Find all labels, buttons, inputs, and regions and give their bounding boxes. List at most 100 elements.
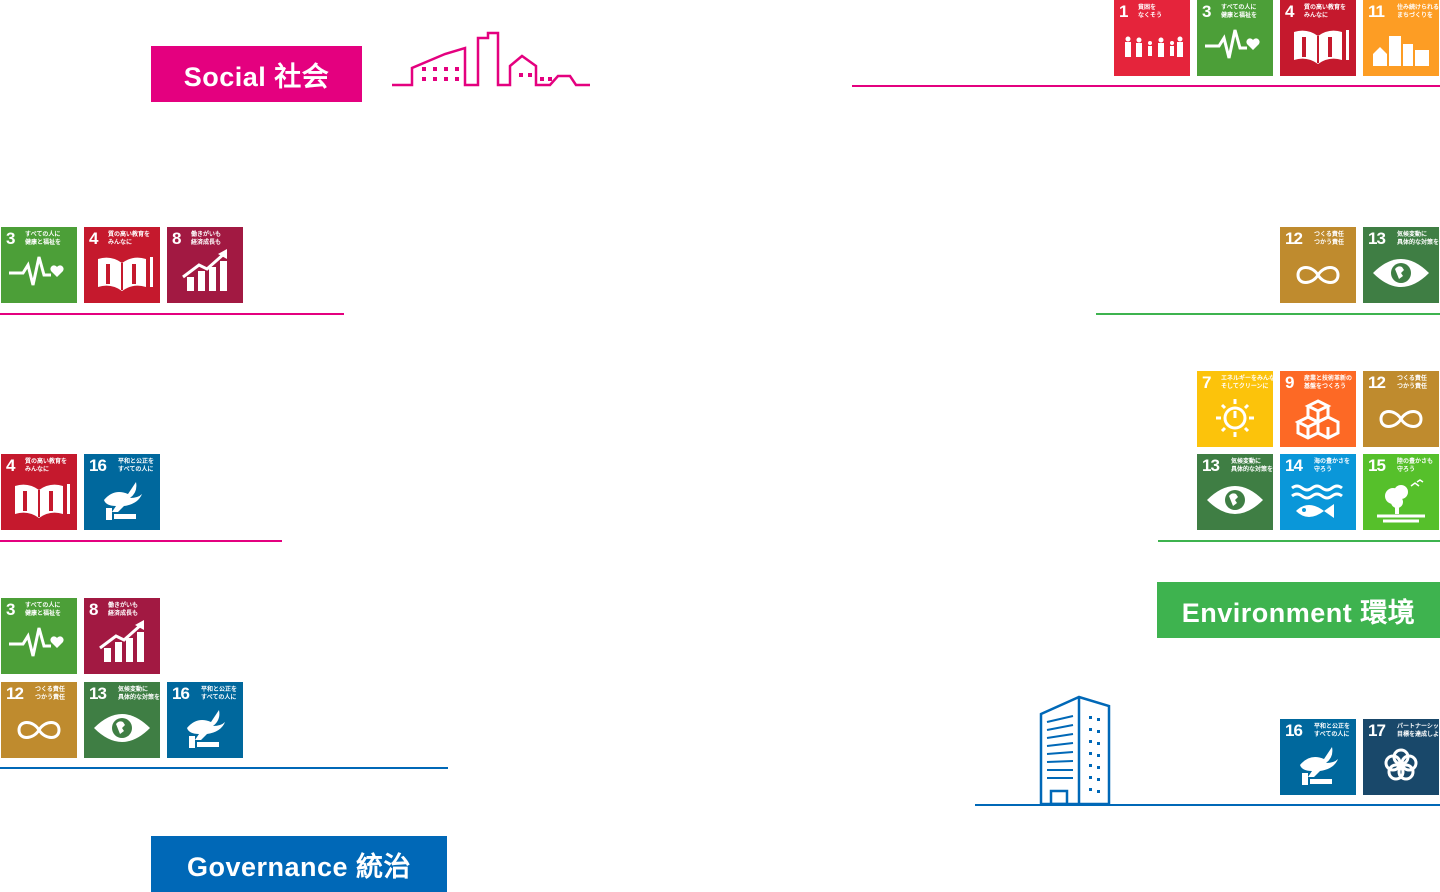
book-icon [98, 257, 153, 291]
eye-globe-icon [94, 714, 150, 742]
sdg-goal-4-tile: 4 質の高い教育を みんなに [1280, 0, 1356, 76]
family-icon [1125, 36, 1183, 57]
sun-power-icon [1216, 399, 1254, 437]
goal-title: 質の高い教育を みんなに [1304, 5, 1347, 19]
eye-globe-icon [1373, 259, 1429, 287]
sdg-goal-13-tile: 13 気候変動に 具体的な対策を [1363, 227, 1439, 303]
gov-left-divider [0, 767, 448, 769]
city-icon [1373, 36, 1429, 66]
goal-title: 平和と公正を すべての人に [201, 687, 238, 701]
goal-number: 12 [1368, 373, 1386, 392]
goal-title: 貧困を なくそう [1138, 5, 1163, 19]
goal-title: 平和と公正を すべての人に [118, 459, 155, 473]
city-skyline-icon [392, 31, 590, 87]
goal-number: 13 [1202, 456, 1220, 475]
env-row2-divider [1158, 540, 1440, 542]
sdg-goal-9-tile: 9 産業と技術革新の 基盤をつくろう [1280, 371, 1356, 447]
goal-number: 15 [1368, 456, 1386, 475]
goal-number: 8 [172, 229, 182, 248]
social-row3-divider [0, 540, 282, 542]
tree-icon [1377, 479, 1425, 523]
goal-title: 質の高い教育を みんなに [25, 459, 68, 473]
infinity-icon [17, 721, 61, 739]
goal-number: 8 [89, 600, 99, 619]
goal-number: 7 [1202, 373, 1212, 392]
dove-icon [104, 482, 142, 520]
goal-title: つくる責任 つかう責任 [1397, 376, 1428, 390]
goal-title: 質の高い教育を みんなに [108, 232, 151, 246]
book-icon [15, 484, 70, 518]
social-top-divider [852, 85, 1440, 87]
goal-title: すべての人に 健康と福祉を [25, 603, 62, 617]
heartbeat-icon [1205, 29, 1260, 59]
environment-label: Environment 環境 [1157, 582, 1440, 638]
goal-number: 16 [89, 456, 107, 475]
sdg-goal-12-tile: 12 つくる責任 つかう責任 [1, 682, 77, 758]
infinity-icon [1379, 410, 1423, 428]
goal-number: 3 [6, 229, 16, 248]
goal-title: つくる責任 つかう責任 [1314, 232, 1345, 246]
sdg-goal-3-tile: 3 すべての人に 健康と福祉を [1, 598, 77, 674]
sdg-goal-16-tile: 16 平和と公正を すべての人に [167, 682, 243, 758]
goal-title: 気候変動に 具体的な対策を [118, 687, 160, 701]
goal-number: 12 [1285, 229, 1303, 248]
dove-icon [187, 710, 225, 748]
heartbeat-icon [9, 256, 64, 286]
sdg-goal-8-tile: 8 働きがいも 経済成長も [84, 598, 160, 674]
goal-number: 14 [1285, 456, 1303, 475]
goal-number: 11 [1368, 2, 1385, 21]
sdg-goal-8-tile: 8 働きがいも 経済成長も [167, 227, 243, 303]
goal-number: 16 [172, 684, 190, 703]
goal-number: 13 [1368, 229, 1386, 248]
sdg-goal-3-tile: 3 すべての人に 健康と福祉を [1197, 0, 1273, 76]
goal-title: 海の豊かさを 守ろう [1314, 459, 1351, 473]
sdg-goal-15-tile: 15 陸の豊かさも 守ろう [1363, 454, 1439, 530]
goal-title: 気候変動に 具体的な対策を [1231, 459, 1273, 473]
goal-title: 働きがいも 経済成長も [191, 232, 222, 246]
goal-number: 13 [89, 684, 107, 703]
fish-icon [1291, 484, 1343, 518]
goal-number: 3 [1202, 2, 1212, 21]
goal-number: 12 [6, 684, 24, 703]
sdg-goal-12-tile: 12 つくる責任 つかう責任 [1363, 371, 1439, 447]
sdg-goal-4-tile: 4 質の高い教育を みんなに [1, 454, 77, 530]
goal-number: 16 [1285, 721, 1303, 740]
goal-title: 平和と公正を すべての人に [1314, 724, 1351, 738]
governance-label: Governance 統治 [151, 836, 447, 892]
goal-title: エネルギーをみんなに そしてクリーンに [1221, 376, 1273, 390]
sdg-goal-16-tile: 16 平和と公正を すべての人に [84, 454, 160, 530]
sdg-goal-7-tile: 7 エネルギーをみんなに そしてクリーンに [1197, 371, 1273, 447]
office-building-icon [1039, 695, 1111, 806]
goal-title: 陸の豊かさも 守ろう [1397, 459, 1434, 473]
goal-number: 1 [1119, 2, 1129, 21]
social-row2-divider [0, 313, 344, 315]
sdg-goal-14-tile: 14 海の豊かさを 守ろう [1280, 454, 1356, 530]
goal-title: 産業と技術革新の 基盤をつくろう [1304, 376, 1353, 390]
sdg-goal-12-tile: 12 つくる責任 つかう責任 [1280, 227, 1356, 303]
growth-chart-icon [99, 620, 144, 662]
eye-globe-icon [1207, 486, 1263, 514]
goal-number: 9 [1285, 373, 1295, 392]
sdg-goal-17-tile: 17パートナーシップで 目標を達成しよう [1363, 719, 1439, 795]
sdg-goal-13-tile: 13 気候変動に 具体的な対策を [84, 682, 160, 758]
heartbeat-icon [9, 627, 64, 657]
goal-number: 4 [6, 456, 16, 475]
goal-title: つくる責任 つかう責任 [35, 687, 66, 701]
sdg-goal-1-tile: 1 貧困を なくそう [1114, 0, 1190, 76]
gov-right-divider [975, 804, 1440, 806]
cubes-icon [1294, 399, 1340, 440]
book-icon [1294, 30, 1349, 65]
social-label: Social 社会 [151, 46, 362, 102]
infinity-icon [1296, 266, 1340, 284]
sdg-goal-16-tile: 16 平和と公正を すべての人に [1280, 719, 1356, 795]
goal-title: 気候変動に 具体的な対策を [1397, 232, 1439, 246]
rings-icon [1384, 748, 1418, 781]
goal-title: すべての人に 健康と福祉を [1221, 5, 1258, 19]
goal-number: 3 [6, 600, 16, 619]
goal-title: 働きがいも 経済成長も [108, 603, 139, 617]
goal-number: 4 [1285, 2, 1295, 21]
goal-number: 17 [1368, 721, 1386, 740]
goal-title: すべての人に 健康と福祉を [25, 232, 62, 246]
env-row1-divider [1096, 313, 1440, 315]
